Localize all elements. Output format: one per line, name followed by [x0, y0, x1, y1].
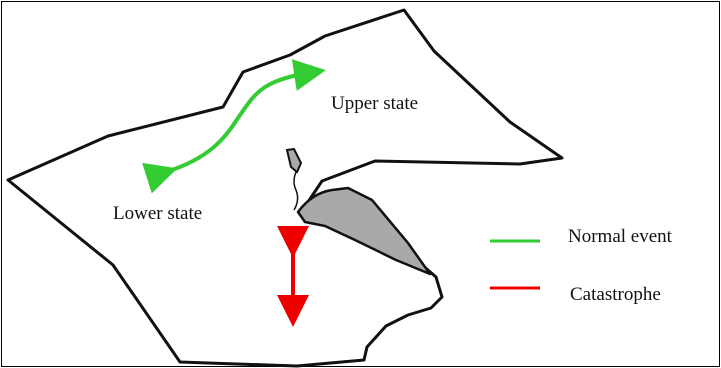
normal-event-arrow [142, 59, 326, 194]
lower-state-label: Lower state [113, 203, 202, 224]
legend-normal-label: Normal event [568, 226, 673, 247]
fold-shaded-region [296, 186, 432, 276]
legend: Normal event Catastrophe [490, 226, 673, 305]
legend-catastrophe-label: Catastrophe [570, 284, 661, 305]
surface-outline [6, 8, 564, 368]
upper-state-label: Upper state [331, 93, 418, 114]
